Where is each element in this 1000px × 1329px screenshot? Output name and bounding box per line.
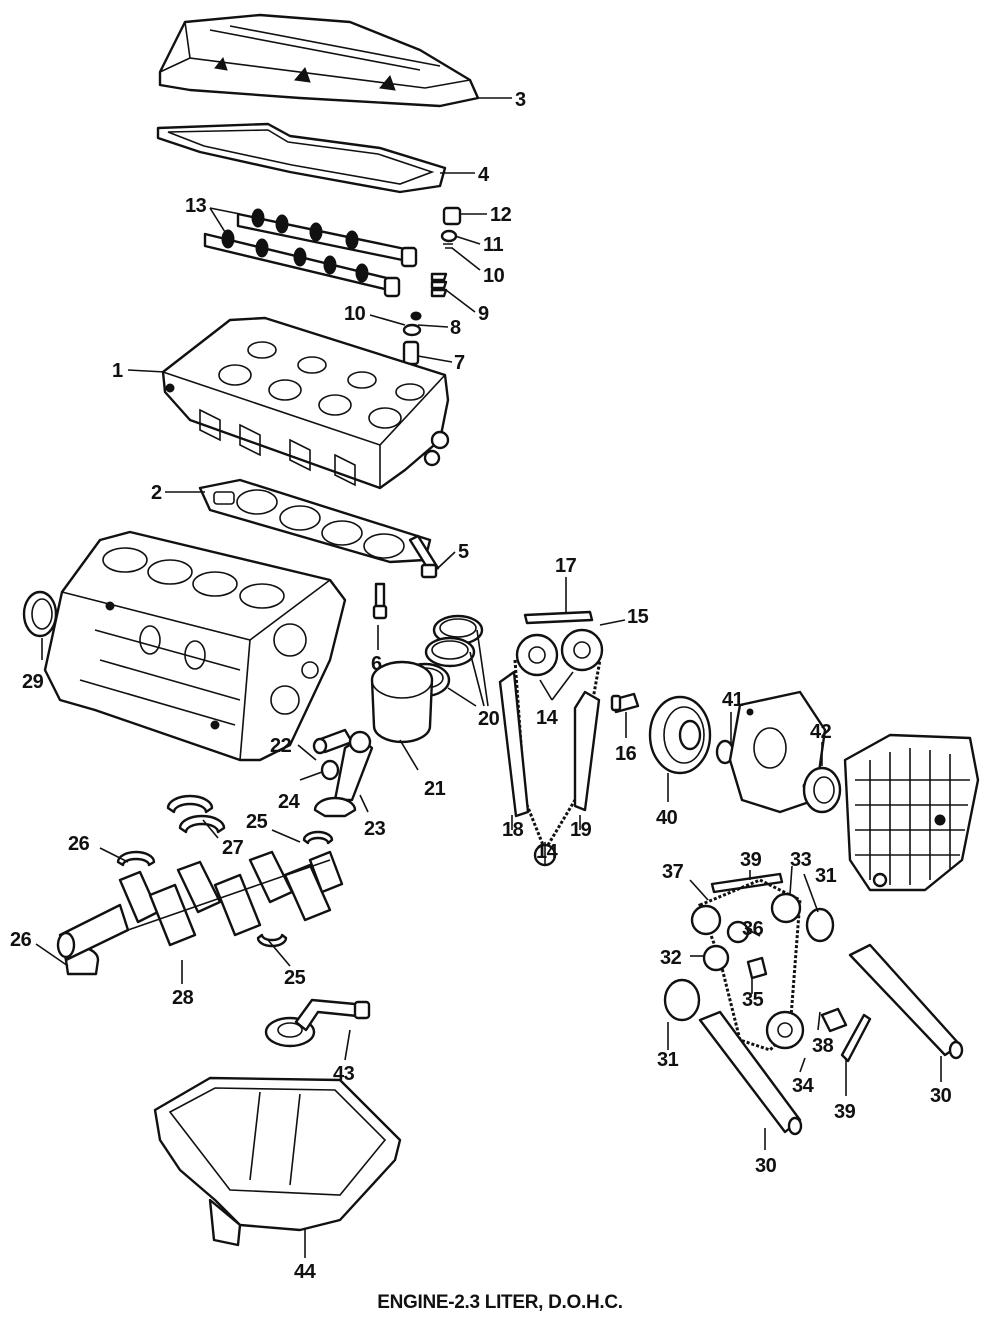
callout-43: 43 [333, 1063, 355, 1085]
cylinder-head [161, 316, 450, 490]
oil-pickup [264, 998, 371, 1048]
callout-12: 12 [490, 204, 512, 226]
front-cover [843, 733, 980, 892]
callout-4: 4 [478, 164, 490, 186]
oil-pan [153, 1076, 402, 1247]
callout-11: 11 [483, 234, 504, 256]
callout-41: 41 [722, 689, 744, 711]
callout-18: 18 [502, 819, 524, 841]
callout-25: 25 [284, 967, 306, 989]
callout-13: 13 [185, 195, 207, 217]
callout-44: 44 [294, 1261, 317, 1283]
callout-27: 27 [222, 837, 244, 859]
callout-5: 5 [458, 541, 469, 563]
callout-32: 32 [660, 947, 682, 969]
sensor [610, 692, 640, 714]
callout-40: 40 [656, 807, 678, 829]
rear-main-seal [22, 590, 58, 638]
connecting-rod [313, 730, 374, 818]
callout-labels: 3 4 12 11 10 9 8 7 10 13 1 2 5 6 17 15 1… [10, 89, 952, 1283]
callout-14: 14 [536, 841, 559, 863]
callout-25: 25 [246, 811, 268, 833]
head-gasket [198, 478, 432, 564]
callout-26: 26 [10, 929, 32, 951]
callout-23: 23 [364, 818, 386, 840]
callout-15: 15 [627, 606, 649, 628]
callout-38: 38 [812, 1035, 834, 1057]
callout-30: 30 [755, 1155, 777, 1177]
piston-and-pin [312, 660, 434, 755]
valve-cover-gasket [156, 122, 447, 194]
callout-7: 7 [454, 352, 465, 374]
leader-lines [35, 97, 942, 1258]
camshafts [203, 208, 418, 298]
diagram-caption: ENGINE-2.3 LITER, D.O.H.C. [377, 1292, 623, 1313]
callout-19: 19 [570, 819, 592, 841]
callout-39: 39 [834, 1101, 856, 1123]
front-seal [802, 766, 842, 814]
callout-29: 29 [22, 671, 44, 693]
crankshaft [56, 850, 344, 962]
callout-8: 8 [450, 317, 461, 339]
callout-26: 26 [68, 833, 90, 855]
callout-9: 9 [478, 303, 489, 325]
engine-block [43, 530, 347, 762]
callout-30: 30 [930, 1085, 952, 1107]
callout-10: 10 [483, 265, 505, 287]
callout-42: 42 [810, 721, 832, 743]
callout-36: 36 [742, 918, 764, 940]
oil-pump [715, 690, 827, 814]
balance-shafts [663, 907, 964, 1136]
callout-34: 34 [792, 1075, 815, 1097]
callout-24: 24 [278, 791, 301, 813]
callout-17: 17 [555, 555, 577, 577]
callout-21: 21 [424, 778, 446, 800]
callout-6: 6 [371, 653, 382, 675]
callout-35: 35 [742, 989, 764, 1011]
callout-2: 2 [151, 482, 162, 504]
callout-22: 22 [270, 735, 292, 757]
callout-37: 37 [662, 861, 684, 883]
balance-shaft-drive [690, 872, 805, 1052]
callout-31: 31 [657, 1049, 679, 1071]
callout-3: 3 [515, 89, 526, 111]
callout-31: 31 [815, 865, 837, 887]
callout-33: 33 [790, 849, 812, 871]
callout-14: 14 [536, 707, 559, 729]
valve-train-parts [402, 206, 462, 366]
callout-28: 28 [172, 987, 194, 1009]
valve-cover [158, 13, 480, 108]
callout-39: 39 [740, 849, 762, 871]
chain-tensioner [820, 1007, 872, 1063]
callout-1: 1 [112, 360, 123, 382]
callout-10: 10 [344, 303, 366, 325]
callout-20: 20 [478, 708, 500, 730]
callout-16: 16 [615, 743, 637, 765]
crank-pulley [648, 695, 712, 775]
